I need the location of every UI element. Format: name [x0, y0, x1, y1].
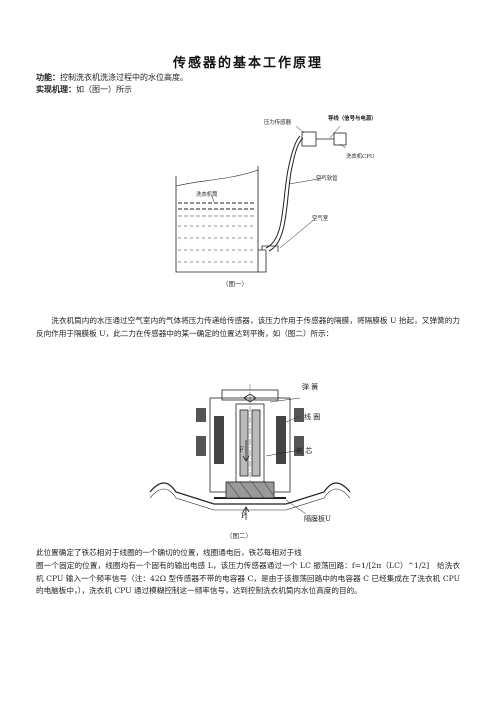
- label-coil: 线 圈: [304, 413, 321, 421]
- figure-1-caption: （图一）: [222, 280, 248, 288]
- paragraph-2-rest: 圈一个固定的位置，线圈均有一个固有的输出电感 L，该压力传感器通过一个 LC 振…: [36, 561, 460, 596]
- label-tub: 洗衣机筒: [196, 192, 218, 198]
- page-title: 传感器的基本工作原理: [172, 56, 323, 71]
- function-text: 控制洗衣机洗涤过程中的水位高度。: [60, 73, 188, 82]
- label-core: 铁 芯: [296, 447, 313, 455]
- function-line: 功能：控制洗衣机洗涤过程中的水位高度。: [36, 72, 188, 83]
- label-spring: 弹 簧: [302, 383, 319, 391]
- label-force-f: F: [239, 446, 244, 454]
- figure-2-diagram: [149, 384, 351, 520]
- function-label: 功能：: [36, 73, 60, 82]
- label-pressure-p: P: [241, 512, 246, 520]
- paragraph-1: 洗衣机筒内的水压通过空气室内的气体将压力传递给传感器，该压力作用于传感器的隔膜，…: [36, 316, 460, 338]
- mechanism-label: 实现机理：: [36, 85, 76, 94]
- label-wire: 导线（信号与电源）: [328, 116, 377, 122]
- figure-2-caption: （图二）: [226, 532, 252, 540]
- figure-1-diagram: [175, 125, 347, 273]
- label-air-chamber: 空气室: [312, 216, 329, 222]
- label-diaphragm: 隔膜板U: [304, 515, 331, 523]
- water-lines: [178, 202, 256, 263]
- label-air-hose: 空气软管: [316, 176, 338, 182]
- label-pressure-sensor: 压力传感器: [264, 120, 291, 126]
- coil-blocks: [196, 408, 304, 464]
- label-cpu: 洗衣机CPU: [346, 154, 375, 160]
- mechanism-text: 如（图一）所示: [76, 85, 132, 94]
- paragraph-2-line-1: 此位置确定了铁芯相对于线圈的一个确切的位置，线圈通电后，铁芯每相对于线: [36, 548, 302, 557]
- mechanism-line: 实现机理：如（图一）所示: [36, 84, 132, 95]
